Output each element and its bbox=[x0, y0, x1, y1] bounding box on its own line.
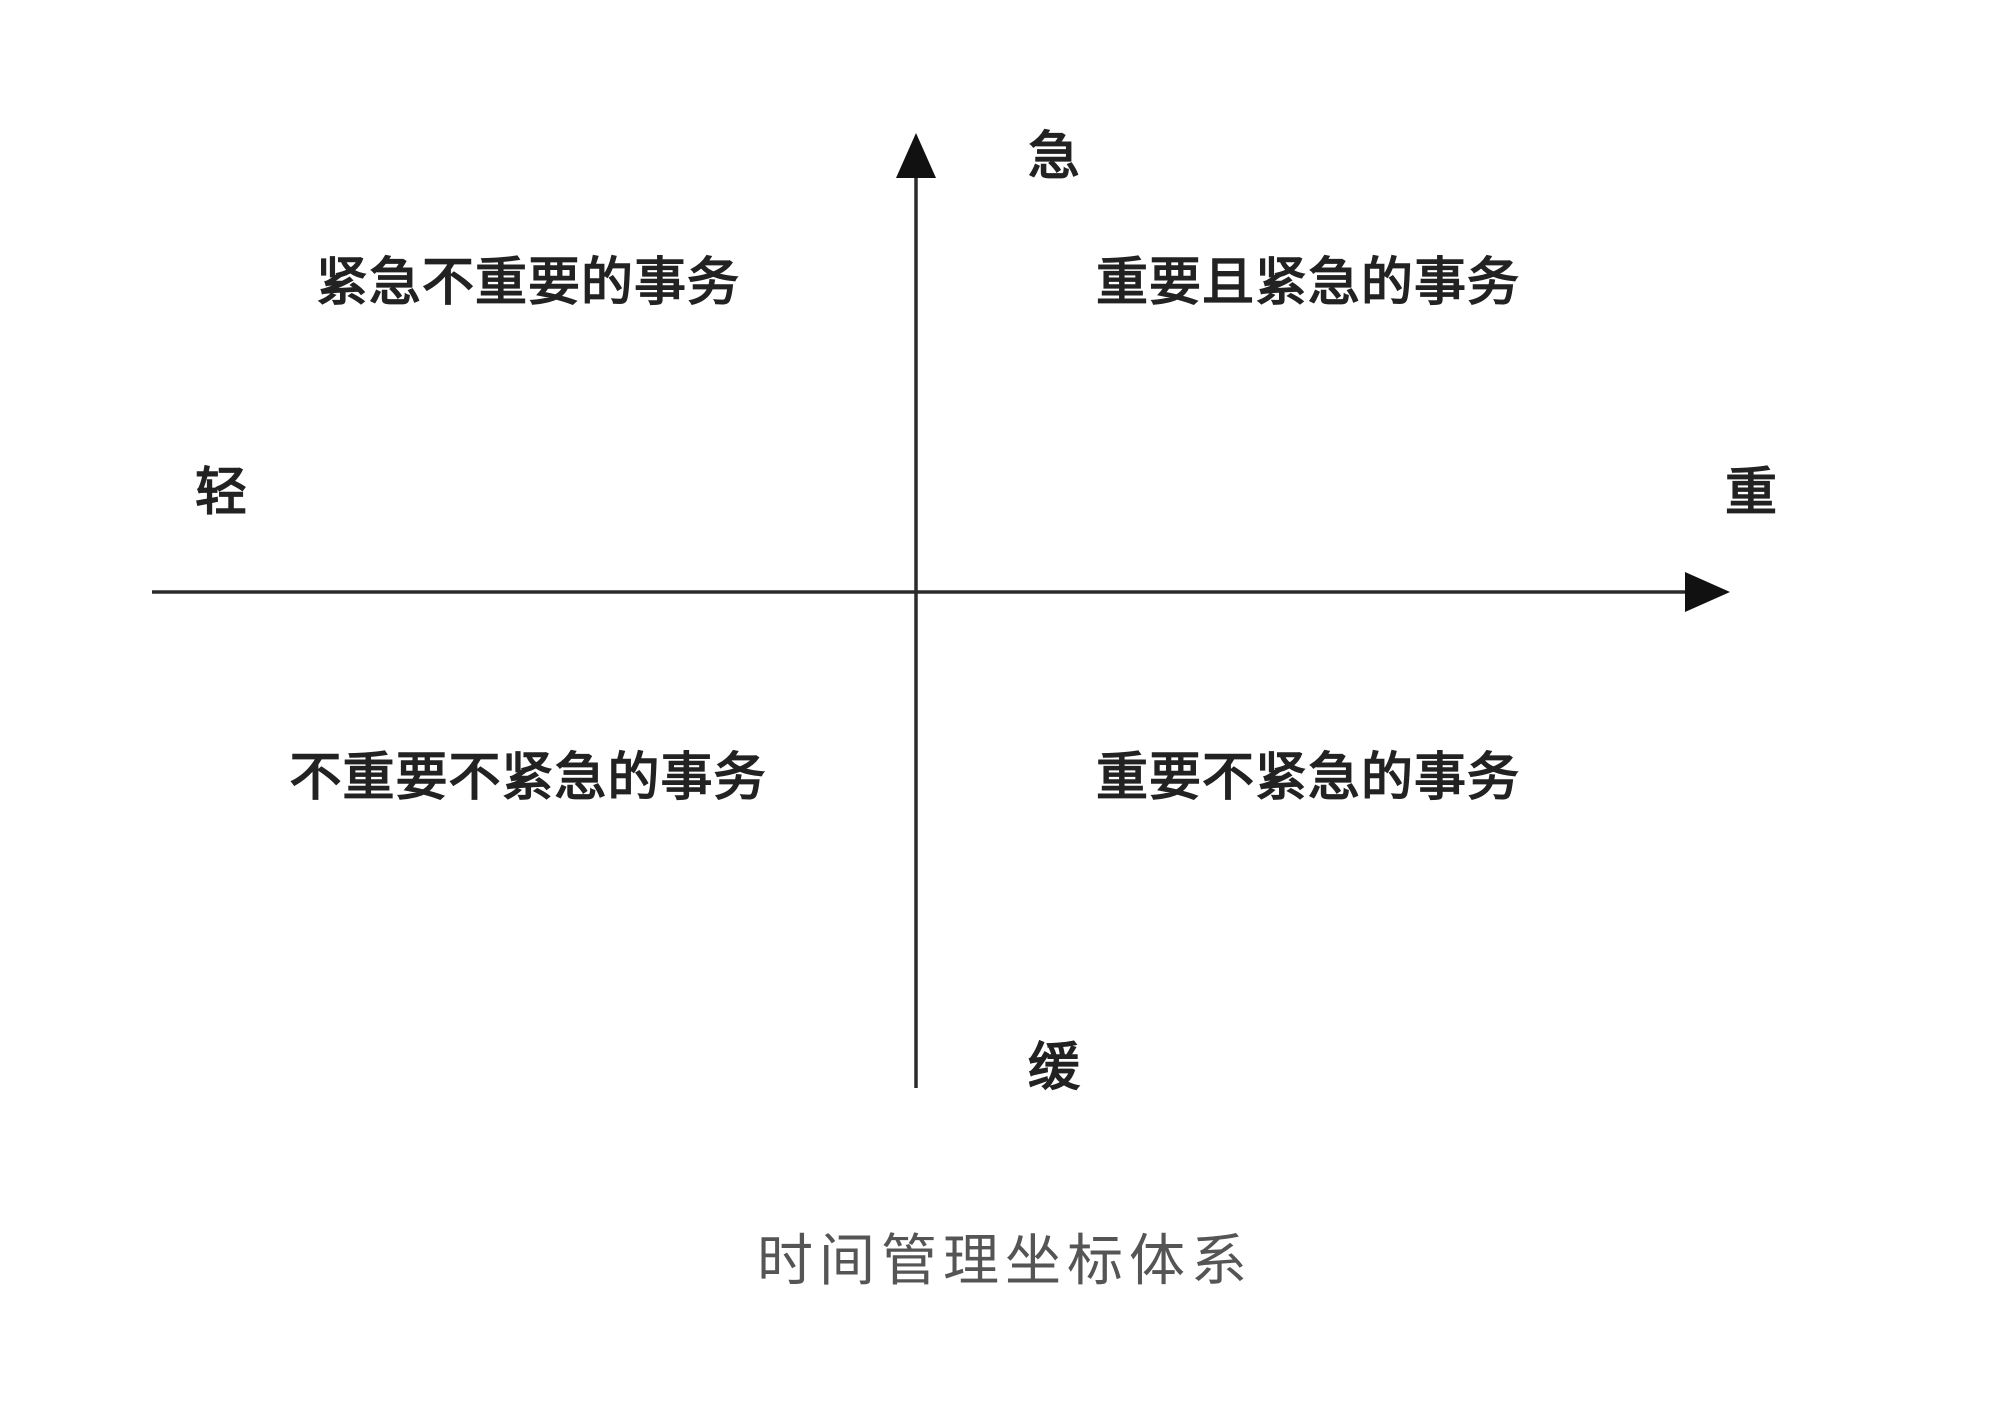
quadrant-top-right-label: 重要且紧急的事务 bbox=[1096, 252, 1520, 313]
axis-label-heavy: 重 bbox=[1725, 462, 1777, 523]
diagram-caption: 时间管理坐标体系 bbox=[757, 1229, 1253, 1294]
quadrant-bottom-left-label: 不重要不紧急的事务 bbox=[289, 747, 766, 808]
quadrant-top-left-label: 紧急不重要的事务 bbox=[316, 252, 740, 313]
axis-label-urgent: 急 bbox=[1028, 126, 1080, 187]
vertical-axis-arrowhead bbox=[896, 133, 936, 178]
horizontal-axis-arrowhead bbox=[1685, 572, 1730, 612]
axis-label-light: 轻 bbox=[195, 462, 247, 523]
axis-label-slow: 缓 bbox=[1028, 1037, 1081, 1098]
quadrant-bottom-right-label: 重要不紧急的事务 bbox=[1096, 747, 1520, 808]
